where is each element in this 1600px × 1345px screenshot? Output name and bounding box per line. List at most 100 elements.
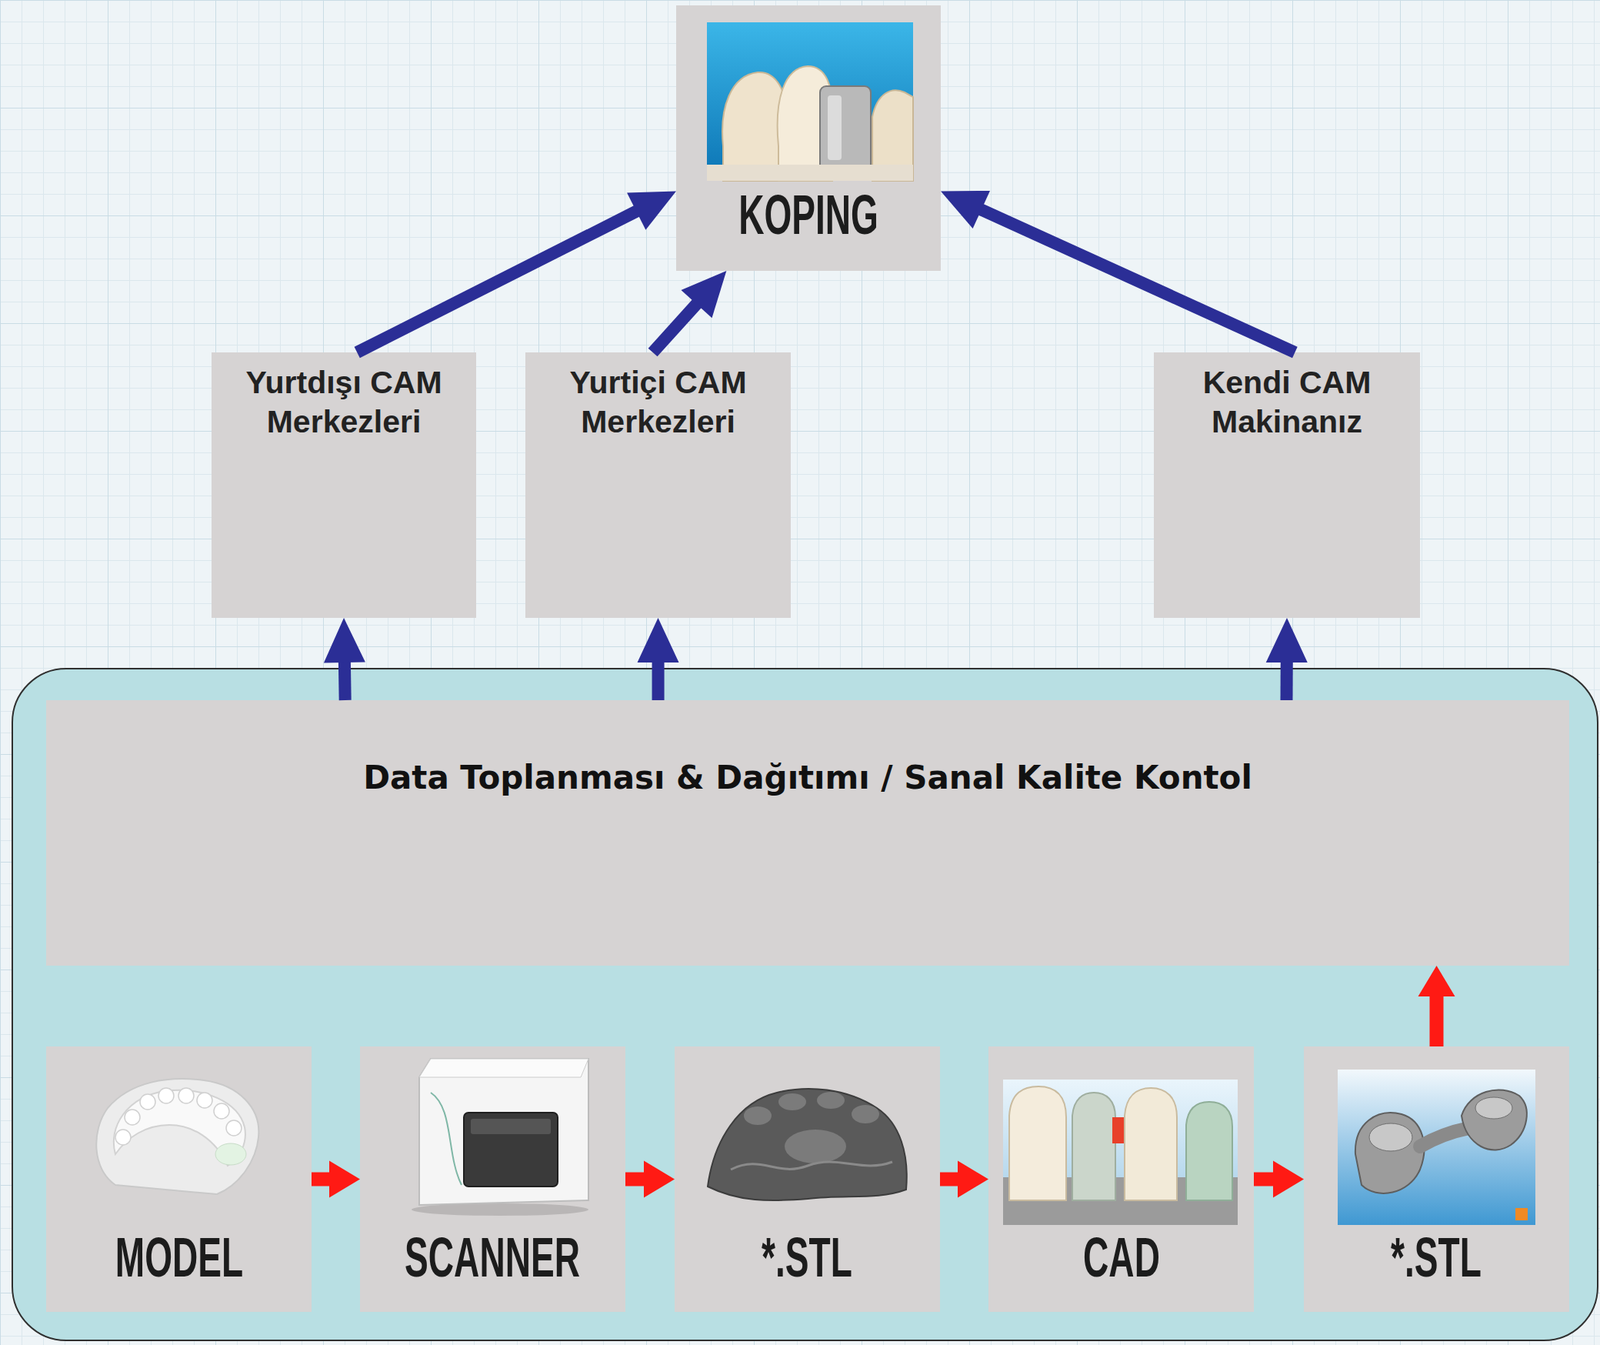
arrow-shaft — [653, 303, 698, 353]
box-ground — [1153, 352, 1420, 618]
scanner-stripe — [430, 1092, 462, 1185]
cam-machine-box: Kendi CAM Makinanız — [1153, 352, 1420, 618]
mesh-ridge — [730, 1161, 893, 1170]
arrow-shaft — [1430, 994, 1444, 1047]
box-grounds — [46, 5, 1570, 1312]
arrow-shaft — [652, 660, 665, 700]
box-label: Yurtdışı CAM Merkezleri — [219, 363, 469, 443]
box-ground — [211, 352, 477, 618]
flow-arrow — [940, 190, 1295, 353]
step-label: SCANNER — [405, 1229, 581, 1285]
flow-arrow — [1266, 617, 1308, 700]
crown — [1009, 1086, 1067, 1200]
arrow-head — [1418, 965, 1456, 997]
box-ground — [525, 352, 791, 618]
coping-photo — [706, 22, 914, 181]
box-ground — [988, 1046, 1254, 1312]
crown — [1124, 1087, 1177, 1200]
box-ground — [46, 700, 1570, 966]
arrow-shaft — [1280, 660, 1294, 700]
arrow-head — [329, 1160, 360, 1198]
scanner-top — [419, 1058, 589, 1077]
screen-ground — [1337, 1069, 1536, 1225]
box-ground — [674, 1046, 940, 1312]
logo-mark — [1515, 1207, 1528, 1220]
cam-center-box: Yurtdışı CAM Merkezleri — [211, 352, 477, 618]
scanner-body — [419, 1058, 589, 1205]
arrow-head — [1273, 1160, 1304, 1198]
crown — [1072, 1092, 1116, 1200]
arrow-head — [957, 1160, 989, 1198]
flow-arrow — [653, 270, 727, 353]
window-glare — [470, 1118, 551, 1134]
screen-ground — [1003, 1079, 1238, 1225]
coping-highlight — [827, 95, 842, 160]
arrow-shaft — [1253, 1172, 1275, 1187]
cam-center-box: Yurtiçi CAM Merkezleri — [525, 352, 791, 618]
scanner-window — [463, 1112, 558, 1187]
box-ground — [46, 1046, 312, 1312]
arrow-shaft — [311, 1172, 331, 1187]
region-panel — [12, 668, 1598, 1340]
mesh-bumps — [743, 1091, 880, 1164]
flow-arrow — [637, 617, 680, 700]
box-ground — [676, 5, 941, 271]
result-box: KOPING — [676, 5, 941, 271]
box-label: Yurtiçi CAM Merkezleri — [533, 363, 784, 443]
arrow-shaft — [625, 1172, 646, 1187]
coping-model — [1337, 1069, 1536, 1225]
cup-opening — [1475, 1096, 1513, 1119]
process-band: Data Toplanması & Dağıtımı / Sanal Kalit… — [46, 700, 1570, 966]
flow-arrow — [311, 1160, 360, 1198]
step-label: *.STL — [1391, 1229, 1483, 1285]
cad-screen — [1003, 1079, 1238, 1225]
metal-coping — [820, 86, 871, 171]
box-ground — [1303, 1046, 1570, 1312]
scanner-device — [411, 1058, 589, 1216]
step-box: SCANNER — [360, 1046, 626, 1312]
shadow — [411, 1203, 589, 1216]
photo-ground — [706, 22, 914, 181]
coping-cup — [1355, 1112, 1424, 1194]
model-base — [96, 1078, 259, 1194]
arrow-head — [323, 617, 366, 663]
step-label: MODEL — [114, 1229, 243, 1285]
step-box: CAD — [988, 1046, 1254, 1312]
mesh-body — [707, 1088, 907, 1200]
flow-arrow — [625, 1160, 675, 1198]
pontic — [1420, 1127, 1470, 1147]
step-label: CAD — [1083, 1229, 1160, 1285]
flow-arrow — [1253, 1160, 1304, 1198]
arrow-head — [1266, 617, 1308, 663]
arrow-head — [637, 617, 680, 663]
flow-arrow — [1418, 965, 1456, 1047]
coping-cup — [1461, 1089, 1527, 1150]
arrow-head — [643, 1160, 675, 1198]
plaster-model — [96, 1078, 259, 1194]
scan-mesh — [707, 1088, 907, 1200]
step-label: KOPING — [738, 186, 879, 243]
teeth — [115, 1087, 242, 1145]
model-detail — [215, 1143, 247, 1165]
cup-opening — [1369, 1123, 1413, 1151]
arrow-shaft — [940, 1172, 960, 1187]
flow-arrow — [356, 191, 677, 354]
step-box: *.STL — [1303, 1046, 1570, 1312]
region-outline — [12, 668, 1598, 1340]
flow-arrow — [323, 617, 366, 700]
model-base — [706, 164, 914, 181]
crown — [1186, 1101, 1233, 1200]
flow-arrow — [940, 1160, 989, 1198]
box-label: Data Toplanması & Dağıtımı / Sanal Kalit… — [363, 758, 1253, 797]
arrow-shaft — [338, 660, 352, 700]
arrow-head — [626, 191, 677, 230]
step-box: MODEL — [46, 1046, 312, 1312]
arrow-shaft — [980, 209, 1295, 353]
arrow-head — [680, 270, 727, 318]
step-label: *.STL — [762, 1229, 854, 1285]
arrow-head — [940, 190, 990, 229]
arrow-shaft — [356, 210, 638, 353]
step-box: *.STL — [674, 1046, 940, 1312]
box-label: Kendi CAM Makinanız — [1161, 363, 1413, 443]
